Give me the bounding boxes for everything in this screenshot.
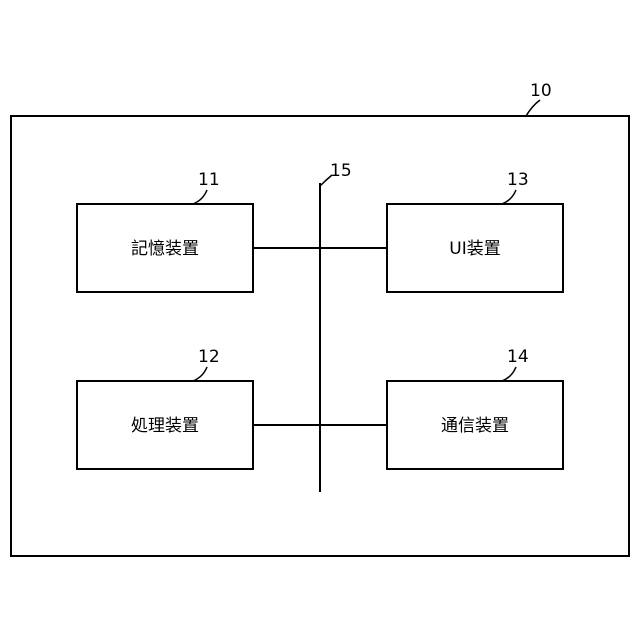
communication-ref: 14 [507,347,529,367]
communication-label: 通信装置 [441,416,509,436]
ui-ref: 13 [507,170,529,190]
system-ref-leader [526,100,540,116]
storage-label: 記憶装置 [131,239,199,259]
processing-label: 処理装置 [131,416,199,436]
ui-label: UI装置 [449,239,500,259]
processing-ref: 12 [198,347,220,367]
bus-ref: 15 [330,161,352,181]
system-ref: 10 [530,81,552,101]
storage-ref: 11 [198,170,220,190]
